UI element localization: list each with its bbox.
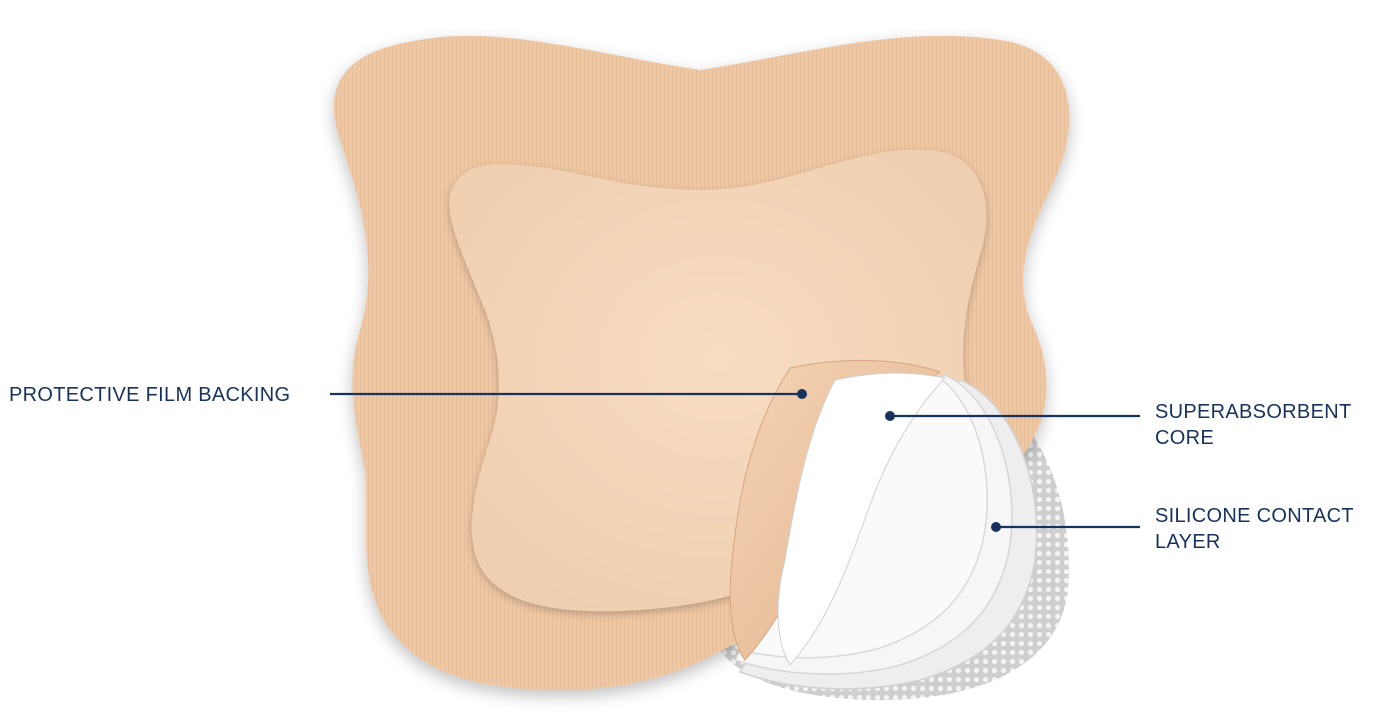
label-silicone-contact-layer: SILICONE CONTACT LAYER	[1155, 503, 1354, 555]
label-silicone-contact-layer-line2: LAYER	[1155, 529, 1354, 555]
label-superabsorbent-core: SUPERABSORBENT CORE	[1155, 399, 1351, 451]
label-superabsorbent-core-line2: CORE	[1155, 425, 1351, 451]
label-protective-film-backing-text: PROTECTIVE FILM BACKING	[9, 384, 290, 406]
label-silicone-contact-layer-line1: SILICONE CONTACT	[1155, 503, 1354, 529]
label-protective-film-backing: PROTECTIVE FILM BACKING	[9, 382, 290, 408]
label-superabsorbent-core-line1: SUPERABSORBENT	[1155, 399, 1351, 425]
